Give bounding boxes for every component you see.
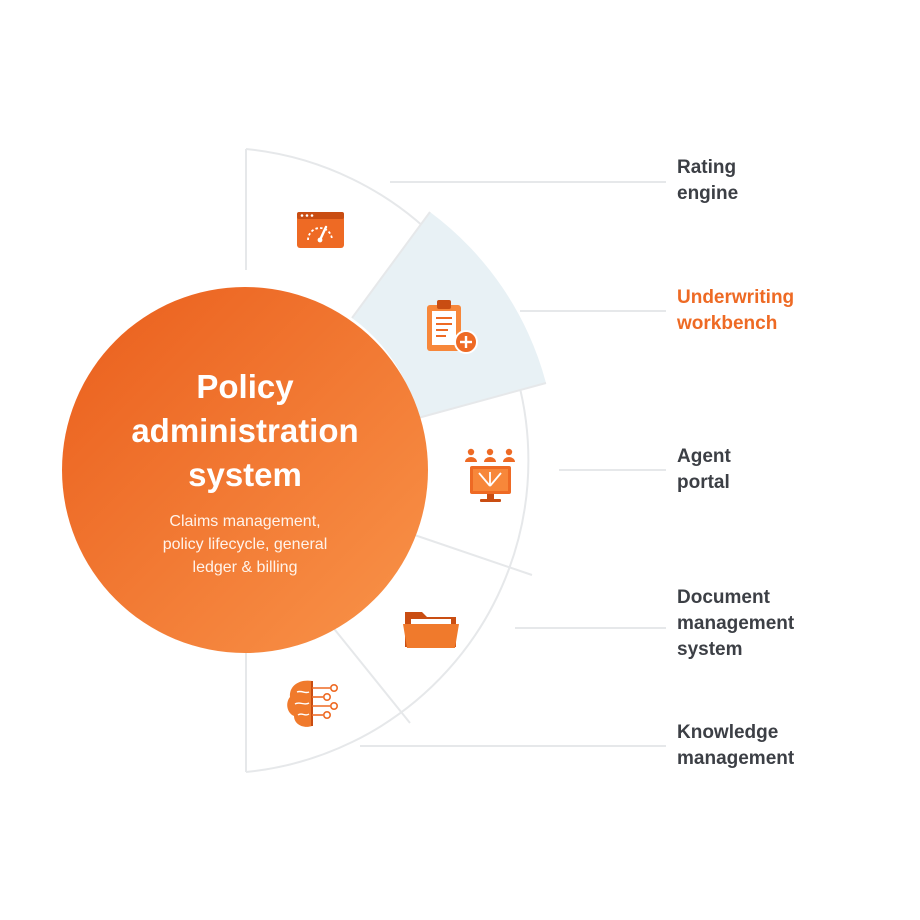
- segment-divider: [417, 382, 547, 419]
- label-document-management-system: Document management system: [677, 587, 795, 660]
- label-rating-engine: Rating engine: [677, 157, 739, 204]
- segment-divider: [393, 527, 533, 576]
- center-title: Policy administration system: [131, 368, 359, 493]
- center-subtitle: Claims management, policy lifecycle, gen…: [162, 513, 328, 576]
- speedometer-browser-icon: [297, 212, 344, 248]
- agents-monitor-icon: [465, 448, 515, 502]
- segment-divider: [326, 619, 411, 724]
- outer-ring: [245, 148, 530, 773]
- clipboard-add-icon: [427, 300, 478, 354]
- label-agent-portal: Agent portal: [677, 446, 731, 493]
- label-knowledge-management: Knowledge management: [677, 722, 795, 769]
- brain-circuit-icon: [287, 680, 338, 727]
- center-circle: [62, 287, 428, 653]
- label-underwriting-workbench: Underwriting workbench: [677, 287, 795, 334]
- segment-divider: [351, 211, 431, 319]
- folder-icon: [403, 612, 459, 648]
